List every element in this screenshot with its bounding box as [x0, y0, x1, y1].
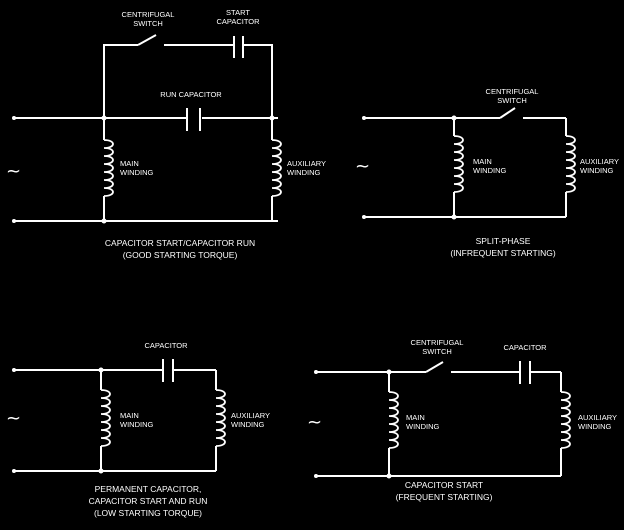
junction-dot — [386, 369, 392, 375]
diagram-split-phase: ~ CENTRIFUGAL SWITCH MAIN WINDING AUXILI… — [355, 87, 619, 258]
terminal-dot — [12, 368, 16, 372]
centrifugal-switch-label-1: CENTRIFUGAL — [411, 338, 464, 347]
caption-line-2: CAPACITOR START AND RUN — [89, 496, 208, 506]
capacitor-label: CAPACITOR — [144, 341, 188, 350]
main-winding-label-2: WINDING — [120, 420, 153, 429]
caption-line-1: CAPACITOR START — [405, 480, 483, 490]
junction-dot — [269, 115, 275, 121]
main-winding-coil — [103, 139, 114, 197]
junction-dot — [101, 115, 107, 121]
ac-source-symbol: ~ — [6, 161, 21, 182]
ac-source-symbol: ~ — [307, 412, 322, 433]
main-winding-coil — [453, 135, 464, 193]
diagram-capacitor-start-run: ~ CENTRIFUGAL SWITCH START CAPACITOR RUN… — [6, 8, 326, 260]
caption-line-2: (INFREQUENT STARTING) — [450, 248, 555, 258]
centrifugal-switch-label-2: SWITCH — [422, 347, 452, 356]
aux-winding-coil — [215, 389, 226, 447]
aux-winding-label-1: AUXILIARY — [287, 159, 326, 168]
aux-winding-label-1: AUXILIARY — [231, 411, 270, 420]
aux-winding-label-2: WINDING — [287, 168, 320, 177]
junction-dot — [101, 218, 107, 224]
caption-line-1: CAPACITOR START/CAPACITOR RUN — [105, 238, 255, 248]
terminal-dot — [362, 116, 366, 120]
main-winding-label-1: MAIN — [406, 413, 425, 422]
main-winding-label-1: MAIN — [120, 411, 139, 420]
diagram-permanent-capacitor: ~ CAPACITOR MAIN WINDING AUXILIARY WINDI… — [6, 341, 270, 518]
centrifugal-switch-label-2: SWITCH — [133, 19, 163, 28]
aux-winding-label-1: AUXILIARY — [580, 157, 619, 166]
terminal-dot — [362, 215, 366, 219]
start-branch-right — [243, 44, 273, 118]
aux-winding-coil — [560, 391, 571, 449]
centrifugal-switch-label-2: SWITCH — [497, 96, 527, 105]
aux-winding-coil — [565, 135, 576, 193]
centrifugal-switch-label-1: CENTRIFUGAL — [122, 10, 175, 19]
junction-dot — [98, 468, 104, 474]
ac-source-symbol: ~ — [355, 156, 370, 177]
caption-line-2: (FREQUENT STARTING) — [396, 492, 493, 502]
aux-winding-label-2: WINDING — [580, 166, 613, 175]
aux-winding-coil — [271, 139, 282, 197]
capacitor-label: CAPACITOR — [503, 343, 547, 352]
terminal-dot — [314, 474, 318, 478]
junction-dot — [98, 367, 104, 373]
caption-line-1: SPLIT-PHASE — [476, 236, 531, 246]
terminal-dot — [12, 116, 16, 120]
start-capacitor-label-2: CAPACITOR — [216, 17, 260, 26]
diagram-capacitor-start: ~ CENTRIFUGAL SWITCH CAPACITOR MAIN WIND… — [307, 338, 617, 502]
start-capacitor-label-1: START — [226, 8, 250, 17]
main-winding-label-2: WINDING — [120, 168, 153, 177]
aux-winding-label-2: WINDING — [578, 422, 611, 431]
junction-dot — [451, 115, 457, 121]
centrifugal-switch-blade — [499, 107, 516, 119]
start-branch-left — [103, 44, 138, 118]
run-capacitor-gap — [187, 108, 202, 130]
ac-source-symbol: ~ — [6, 408, 21, 429]
main-winding-coil — [100, 389, 111, 447]
centrifugal-switch-label-1: CENTRIFUGAL — [486, 87, 539, 96]
junction-dot — [451, 214, 457, 220]
main-winding-label-1: MAIN — [120, 159, 139, 168]
run-capacitor-label: RUN CAPACITOR — [160, 90, 222, 99]
aux-winding-label-2: WINDING — [231, 420, 264, 429]
aux-winding-label-1: AUXILIARY — [578, 413, 617, 422]
centrifugal-switch-blade — [137, 34, 157, 46]
terminal-dot — [12, 469, 16, 473]
main-winding-label-2: WINDING — [473, 166, 506, 175]
caption-line-1: PERMANENT CAPACITOR, — [95, 484, 202, 494]
terminal-dot — [12, 219, 16, 223]
terminal-dot — [314, 370, 318, 374]
centrifugal-switch-blade — [425, 361, 444, 373]
main-winding-coil — [388, 391, 399, 449]
caption-line-2: (GOOD STARTING TORQUE) — [123, 250, 238, 260]
main-winding-label-2: WINDING — [406, 422, 439, 431]
junction-dot — [386, 473, 392, 479]
main-winding-label-1: MAIN — [473, 157, 492, 166]
caption-line-3: (LOW STARTING TORQUE) — [94, 508, 202, 518]
